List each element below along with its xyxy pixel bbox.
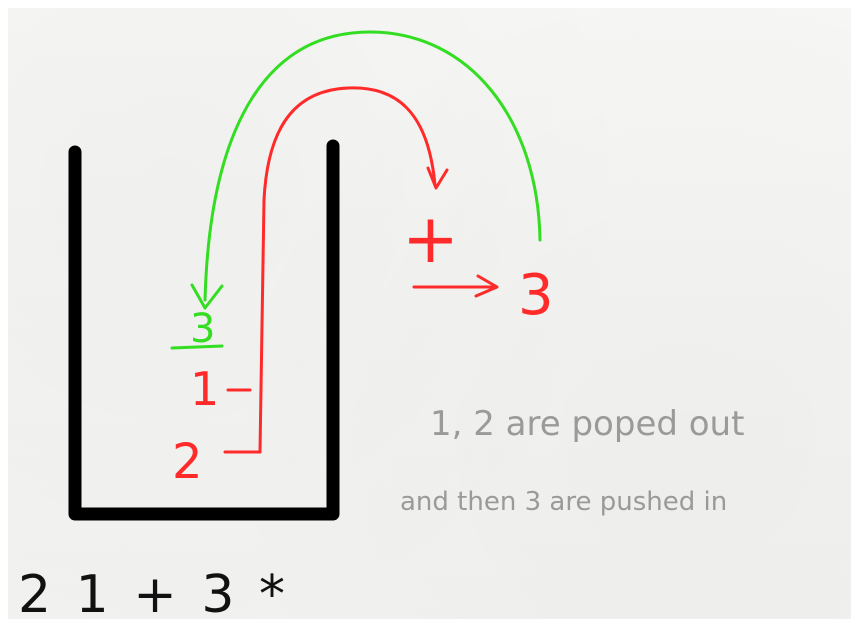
pop-arrowhead-icon xyxy=(426,166,449,190)
postfix-expression: 2 1 + 3 * xyxy=(18,565,289,625)
operator-label: + xyxy=(402,200,459,279)
result-label: 3 xyxy=(518,263,554,328)
pop-arrow-path xyxy=(258,86,437,454)
stack-item-middle: 1 xyxy=(190,362,219,416)
note-line-2: and then 3 are pushed in xyxy=(400,487,727,517)
note-line-1: 1, 2 are poped out xyxy=(430,404,744,444)
result-arrowhead-icon xyxy=(474,274,499,298)
push-arrow-path xyxy=(203,30,542,302)
stack-container xyxy=(68,139,340,521)
stack-item-bottom: 2 xyxy=(172,434,203,490)
push-arrowhead-icon xyxy=(190,283,224,310)
green-underline xyxy=(170,344,224,350)
stack-item-top: 3 xyxy=(190,306,215,352)
